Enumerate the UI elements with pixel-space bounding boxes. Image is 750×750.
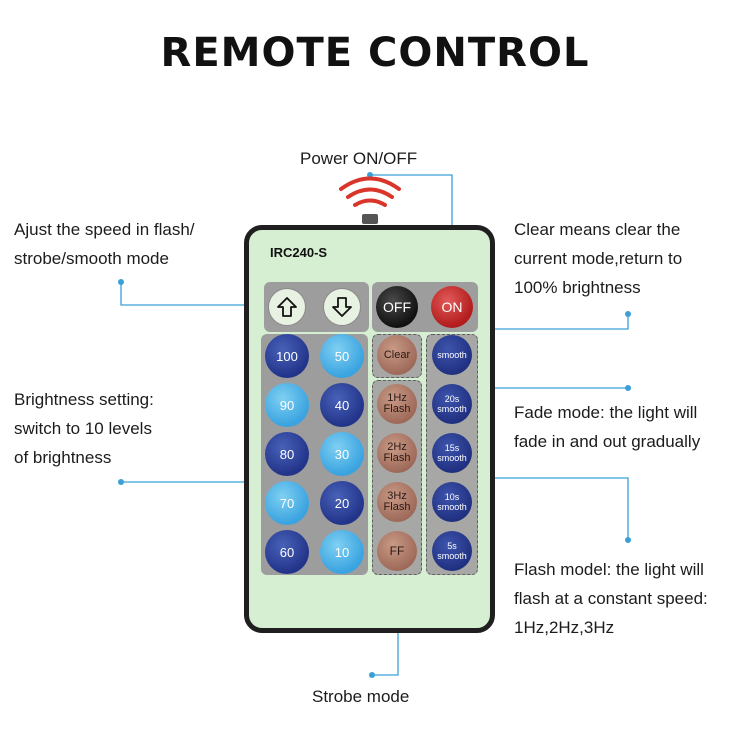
brightness-50-button[interactable]: 50	[320, 334, 364, 378]
annotation-strobe: Strobe mode	[312, 687, 410, 706]
smooth-button[interactable]: smooth	[432, 335, 472, 375]
speed-up-button[interactable]	[268, 288, 306, 326]
speed-down-button[interactable]	[323, 288, 361, 326]
annotation-speed: Ajust the speed in flash/strobe/smooth m…	[14, 220, 195, 268]
off-button[interactable]: OFF	[376, 286, 418, 328]
up-arrow-icon	[277, 297, 297, 317]
signal-waves-icon	[339, 176, 401, 207]
brightness-100-button[interactable]: 100	[265, 334, 309, 378]
flash-leader-dot	[625, 537, 631, 543]
brightness-leader-dot	[118, 479, 124, 485]
strobe-ff-button[interactable]: FF	[377, 531, 417, 571]
brightness-60-button[interactable]: 60	[265, 530, 309, 574]
annotation-power: Power ON/OFF	[300, 149, 418, 168]
brightness-90-button[interactable]: 90	[265, 383, 309, 427]
on-button[interactable]: ON	[431, 286, 473, 328]
brightness-30-button[interactable]: 30	[320, 432, 364, 476]
clear-button[interactable]: Clear	[377, 335, 417, 375]
brightness-70-button[interactable]: 70	[265, 481, 309, 525]
fade-leader-dot	[625, 385, 631, 391]
down-arrow-icon	[332, 297, 352, 317]
brightness-20-button[interactable]: 20	[320, 481, 364, 525]
clear-leader-dot	[625, 311, 631, 317]
speed-leader-dot	[118, 279, 124, 285]
ir-emitter	[362, 214, 378, 224]
speed-leader-line	[120, 282, 282, 306]
brightness-40-button[interactable]: 40	[320, 383, 364, 427]
strobe-leader-dot	[369, 672, 375, 678]
model-label: IRC240-S	[270, 245, 328, 260]
brightness-80-button[interactable]: 80	[265, 432, 309, 476]
brightness-10-button[interactable]: 10	[320, 530, 364, 574]
page-title: REMOTE CONTROL	[160, 30, 590, 76]
